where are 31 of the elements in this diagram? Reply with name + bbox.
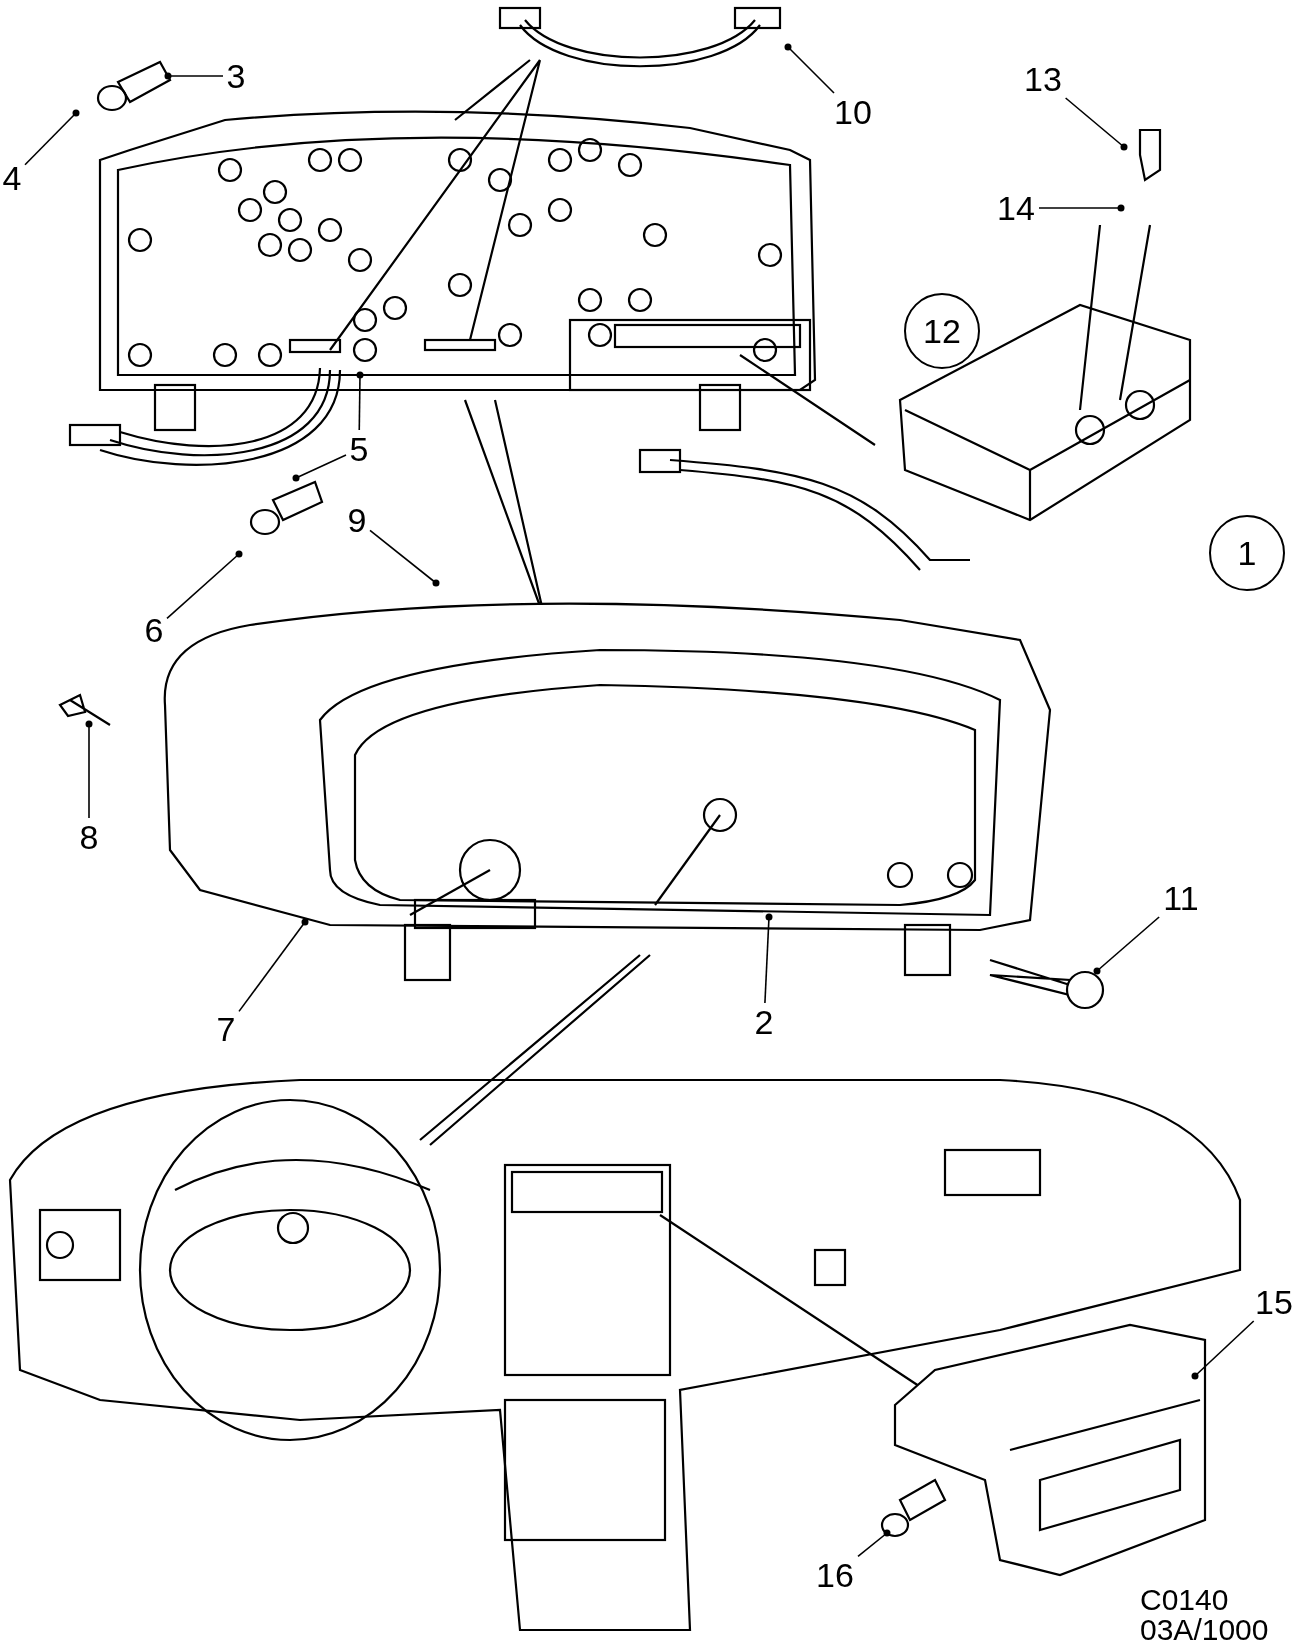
leader-line <box>164 72 224 80</box>
callout-number: 11 <box>1163 881 1199 915</box>
callout-number: 4 <box>2 161 22 195</box>
leader-line <box>292 454 347 482</box>
leader-line <box>238 918 309 1013</box>
leader-line <box>1191 1320 1255 1380</box>
callout-number: 8 <box>79 820 99 854</box>
callout-number: 2 <box>754 1005 774 1039</box>
callout-number: 7 <box>216 1012 236 1046</box>
callout-number: 1 <box>1209 515 1285 591</box>
callout-number: 5 <box>349 432 369 466</box>
leader-line <box>1038 204 1125 212</box>
leader-line <box>1064 97 1128 151</box>
leader-line <box>857 1529 891 1558</box>
callout-number: 12 <box>904 293 980 369</box>
callout-number: 6 <box>144 613 164 647</box>
leader-line <box>24 109 80 166</box>
leader-line <box>85 720 93 819</box>
leader-line <box>784 43 835 94</box>
callout-number: 15 <box>1255 1285 1293 1319</box>
callout-number: 10 <box>834 95 872 129</box>
leader-line <box>166 550 243 620</box>
callout-number: 13 <box>1024 62 1062 96</box>
leader-line <box>764 913 773 1004</box>
leader-line <box>356 371 364 431</box>
leader-line <box>369 529 440 587</box>
leader-line <box>1093 916 1160 975</box>
callout-number: 14 <box>997 191 1035 225</box>
callout-number: 16 <box>816 1558 854 1592</box>
callout-number: 3 <box>226 59 246 93</box>
callout-number: 9 <box>347 503 367 537</box>
